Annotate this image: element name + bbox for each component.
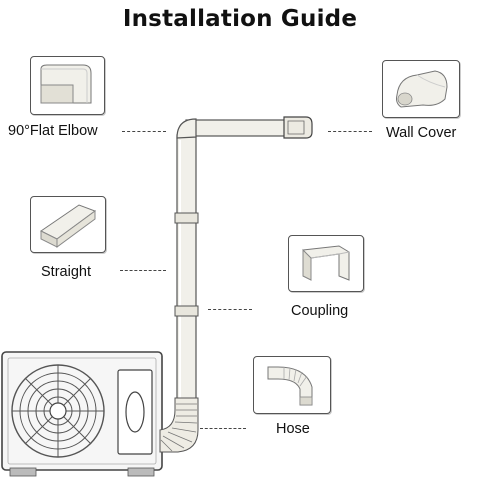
- wall-cover-icon: [396, 70, 448, 108]
- coupling-leader-line: [208, 309, 252, 310]
- elbow-icon: [40, 64, 92, 104]
- straight-duct-icon: [40, 204, 97, 248]
- wall-cover-label: Wall Cover: [386, 125, 457, 141]
- wall-cover-part-card: [382, 60, 460, 118]
- page-title: Installation Guide: [122, 6, 358, 32]
- hose-leader-line: [200, 428, 246, 429]
- coupling-part-card: [288, 235, 364, 292]
- wall-cover-leader-line: [328, 131, 372, 132]
- elbow-label: 90°Flat Elbow: [8, 123, 98, 139]
- straight-leader-line: [120, 270, 166, 271]
- line-set-duct: [159, 116, 313, 453]
- straight-label: Straight: [41, 264, 91, 280]
- coupling-label: Coupling: [291, 303, 349, 319]
- hose-icon: [267, 366, 313, 406]
- hose-label: Hose: [276, 421, 310, 437]
- outdoor-ac-unit: [1, 351, 163, 477]
- coupling-icon: [302, 245, 350, 281]
- elbow-part-card: [30, 56, 105, 115]
- straight-part-card: [30, 196, 106, 253]
- elbow-leader-line: [122, 131, 166, 132]
- hose-part-card: [253, 356, 331, 414]
